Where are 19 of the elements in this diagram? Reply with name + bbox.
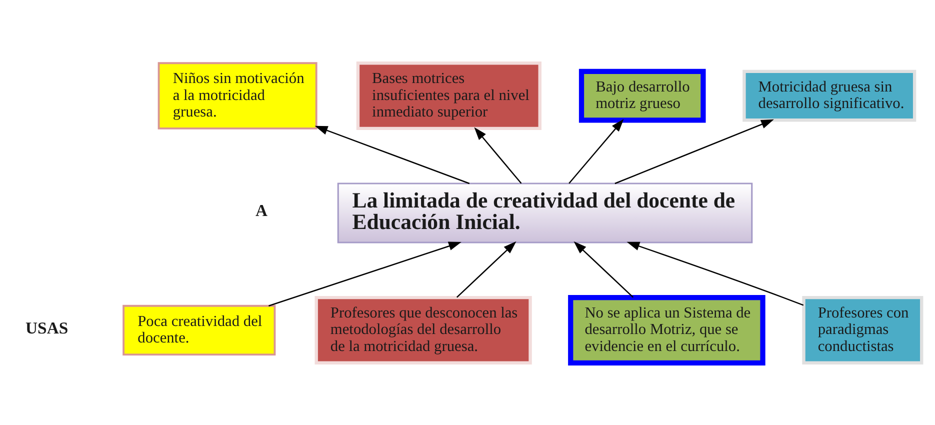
node-box: Motricidad gruesa sin desarrollo significativo. (742, 69, 916, 122)
arrow (626, 241, 804, 306)
arrow (574, 240, 634, 298)
node-box: Niños sin motivación a la motricidad gruesa. (158, 62, 318, 129)
arrow (614, 118, 774, 184)
node-box: Poca creatividad del docente. (122, 304, 276, 355)
node-box: Bajo desarrollo motriz grueso (578, 68, 706, 122)
label: USAS (26, 318, 68, 337)
arrow (474, 126, 522, 184)
arrow (568, 118, 624, 184)
label: A (255, 200, 268, 220)
node-box: Profesores con paradigmas conductistas (802, 295, 924, 364)
node-box: Bases motrices insuficientes para el nivel inmediato superior (356, 61, 542, 130)
node-box: La limitada de creatividad del docente de Educación Inicial. (337, 182, 753, 243)
arrow (268, 241, 462, 306)
node-box: No se aplica un Sistema de desarrollo Motriz, que se evidencie en el currículo. (568, 294, 766, 365)
arrow (314, 125, 470, 184)
node-box: Profesores que desconocen las metodologías del desarrollo de la motricidad gruesa. (314, 295, 532, 364)
arrow (456, 240, 516, 298)
